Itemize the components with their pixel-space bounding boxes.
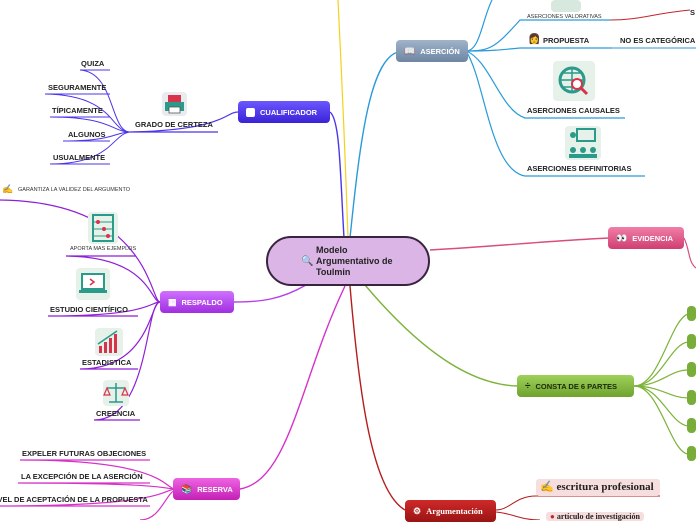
- eyes-icon: 👀: [616, 232, 628, 243]
- cualificador-item-seguramente: SEGURAMENTE: [48, 83, 107, 92]
- central-topic[interactable]: 🔍 Modelo Argumentativo de Toulmin: [266, 236, 430, 286]
- asercion-definitorias: ASERCIONES DEFINITORIAS: [527, 164, 632, 173]
- cualificador-node[interactable]: CUALIFICADOR: [238, 101, 330, 123]
- cualificador-item-tipicamente: TÍPICAMENTE: [52, 106, 103, 115]
- reserva-item-expeler: EXPELER FUTURAS OBJECIONES: [22, 449, 147, 458]
- asercion-no-categorica: NO ES CATEGÓRICA: [620, 36, 696, 45]
- cualificador-item-algunos: ALGUNOS: [68, 130, 106, 139]
- abacus-icon: [88, 212, 118, 244]
- cualificador-item-usualmente: USUALMENTE: [53, 153, 106, 162]
- square-icon: [246, 107, 255, 117]
- respaldo-estadistica: ESTADISTICA: [82, 358, 132, 367]
- consta-part-2-node[interactable]: [687, 334, 696, 349]
- valorativas-icon: [551, 0, 581, 12]
- evidencia-label: EVIDENCIA: [632, 233, 674, 243]
- asercion-causales: ASERCIONES CAUSALES: [527, 106, 620, 115]
- calculator-icon: ▦: [168, 296, 177, 307]
- pencil-icon: ✍: [540, 481, 554, 493]
- writing-hand-icon: ✍: [2, 184, 14, 194]
- books-icon: 📚: [181, 483, 193, 494]
- asercion-node[interactable]: 📖 ASERCIÓN: [396, 40, 468, 62]
- escritura-label: escritura profesional: [556, 481, 654, 493]
- articulo-topic[interactable]: ● artículo de investigación: [546, 512, 644, 521]
- classroom-icon: [565, 126, 601, 160]
- respaldo-ejemplos: APORTA MAS EJEMPLOS: [70, 246, 137, 252]
- cualificador-item-quiza: QUIZA: [81, 59, 105, 68]
- asercion-edge-letter: S: [690, 8, 696, 17]
- laptop-icon: [76, 268, 110, 300]
- central-topic-title: Modelo Argumentativo de Toulmin: [316, 244, 393, 277]
- globe-magnifier-icon: [553, 61, 595, 101]
- consta-part-3-node[interactable]: [687, 362, 696, 377]
- consta-node[interactable]: ÷ CONSTA DE 6 PARTES: [517, 375, 634, 397]
- reserva-item-excepcion: LA EXCEPCIÓN DE LA ASERCIÓN: [21, 472, 143, 481]
- cualificador-grado: GRADO DE CERTEZA: [135, 120, 213, 129]
- cualificador-label: CUALIFICADOR: [260, 107, 318, 117]
- scales-icon: [103, 380, 129, 406]
- reserva-node[interactable]: 📚 RESERVA: [173, 478, 240, 500]
- articulo-label: artículo de investigación: [556, 512, 640, 521]
- red-dot-icon: ●: [550, 512, 555, 521]
- argumentacion-node[interactable]: ⚙ Argumentación: [405, 500, 496, 522]
- respaldo-label: RESPALDO: [181, 297, 223, 307]
- magnifier-icon: 🔍: [301, 256, 314, 267]
- consta-label: CONSTA DE 6 PARTES: [535, 381, 618, 391]
- book-icon: 📖: [404, 45, 416, 56]
- gear-icon: ⚙: [413, 505, 422, 516]
- consta-part-6-node[interactable]: [687, 446, 696, 461]
- asercion-label: ASERCIÓN: [420, 46, 460, 56]
- reserva-item-nivel: NIVEL DE ACEPTACIÓN DE LA PROPUESTA: [0, 495, 148, 504]
- consta-part-1-node[interactable]: [687, 306, 696, 321]
- divide-icon: ÷: [525, 380, 531, 392]
- bar-chart-icon: [95, 328, 123, 356]
- respaldo-node[interactable]: ▦ RESPALDO: [160, 291, 234, 313]
- respaldo-creencia: CREENCIA: [96, 409, 136, 418]
- respaldo-estudio: ESTUDIO CIENTÍFICO: [50, 305, 128, 314]
- printer-icon: [162, 92, 187, 116]
- asercion-valorativas: ASERCIONES VALORATIVAS: [527, 14, 602, 20]
- consta-part-5-node[interactable]: [687, 418, 696, 433]
- evidencia-node[interactable]: 👀 EVIDENCIA: [608, 227, 684, 249]
- asercion-propuesta: PROPUESTA: [543, 36, 590, 45]
- consta-part-4-node[interactable]: [687, 390, 696, 405]
- reserva-label: RESERVA: [197, 484, 233, 494]
- respaldo-garantiza: GARANTIZA LA VALIDEZ DEL ARGUMENTO: [18, 187, 131, 193]
- argumentacion-label: Argumentación: [426, 506, 483, 516]
- escritura-topic[interactable]: ✍ escritura profesional: [536, 479, 660, 496]
- woman-icon: 👩: [528, 34, 541, 45]
